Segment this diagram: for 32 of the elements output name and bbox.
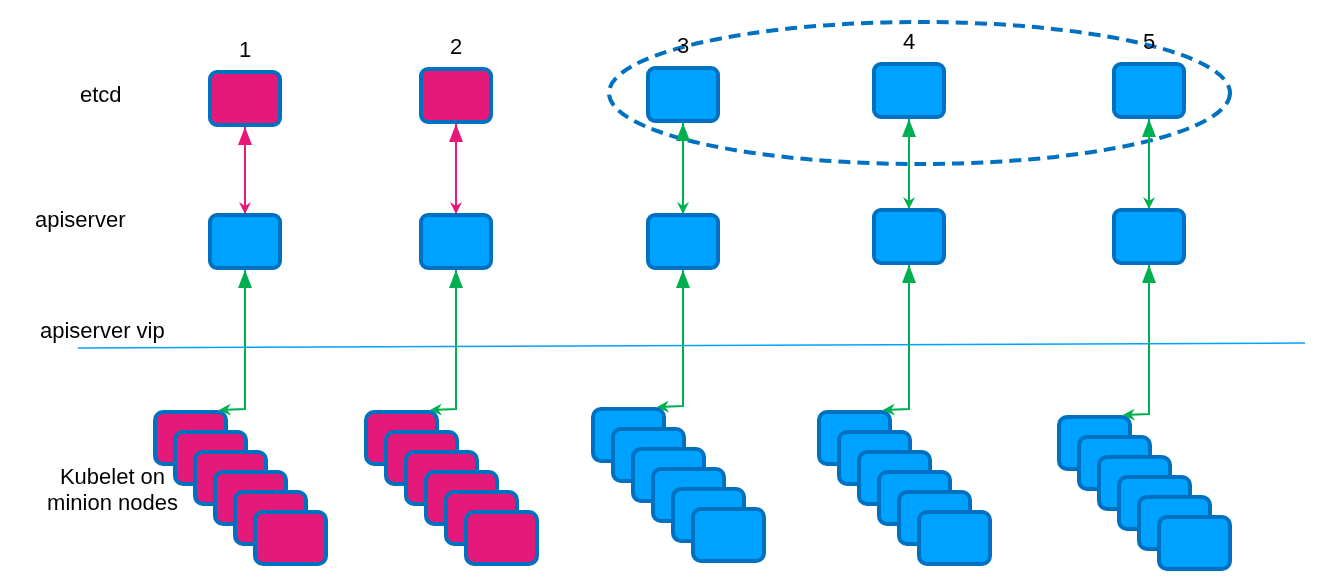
column-number: 2 (448, 34, 464, 60)
double-arrow (449, 123, 463, 214)
etcd-box (646, 66, 720, 123)
double-arrow (219, 269, 252, 416)
row-label: apiserver (35, 207, 126, 233)
apiserver-box (208, 213, 282, 270)
stacked-node-boxes-drawing (364, 410, 539, 566)
row-label: Kubelet on minion nodes (46, 464, 179, 517)
etcd-box (872, 62, 946, 119)
column-number: 4 (901, 29, 917, 55)
dashed-group-ellipse (607, 20, 1232, 166)
apiserver-box (1112, 208, 1186, 265)
stacked-node-boxes-drawing (591, 407, 766, 563)
apiserver-box (419, 213, 493, 270)
double-arrow (676, 122, 690, 214)
double-arrow (430, 269, 463, 416)
column-number: 1 (237, 37, 253, 63)
row-label: apiserver vip (40, 318, 165, 344)
double-arrow (238, 126, 252, 214)
etcd-box (419, 67, 493, 124)
double-arrow (1142, 118, 1156, 209)
row-label: etcd (80, 82, 122, 108)
double-arrow (1123, 264, 1156, 421)
apiserver-box (646, 213, 720, 270)
double-arrow (902, 118, 916, 209)
apiserver-box (872, 208, 946, 265)
stacked-node-boxes-drawing (1057, 415, 1232, 571)
stacked-node-boxes-drawing (817, 410, 992, 566)
double-arrow (657, 269, 690, 413)
etcd-box (1112, 62, 1186, 119)
double-arrow (883, 264, 916, 416)
etcd-box (208, 70, 282, 127)
